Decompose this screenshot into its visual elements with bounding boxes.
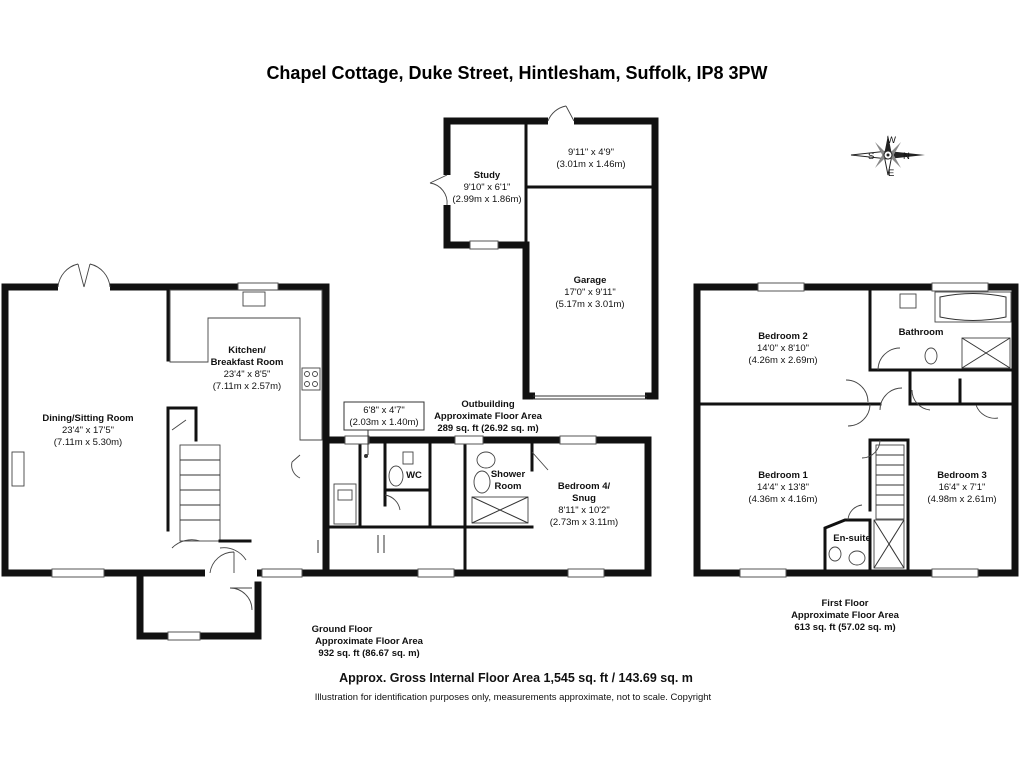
compass-n: N	[903, 151, 910, 162]
compass-icon: W E S N	[850, 135, 925, 179]
utility-dims-imperial: 6'8" x 4'7"	[363, 405, 405, 416]
garage-dims-imperial: 17'0" x 9'11"	[564, 287, 615, 298]
first-floor-area-label: Approximate Floor Area	[791, 610, 900, 621]
bathroom-label: Bathroom	[899, 327, 944, 338]
bedroom4-label-line2: Snug	[572, 493, 596, 504]
bedroom1-dims-metric: (4.36m x 4.16m)	[748, 494, 817, 505]
bedroom2-dims-imperial: 14'0" x 8'10"	[757, 343, 809, 354]
dining-label: Dining/Sitting Room	[42, 413, 133, 424]
study-dims-metric: (2.99m x 1.86m)	[452, 194, 521, 205]
disclaimer: Illustration for identification purposes…	[315, 692, 712, 703]
outbuilding-area-label: Approximate Floor Area	[434, 411, 543, 422]
bedroom3-dims-imperial: 16'4" x 7'1"	[939, 482, 986, 493]
study-label: Study	[474, 170, 501, 181]
garage-dims-metric: (5.17m x 3.01m)	[555, 299, 624, 310]
store-dims-imperial: 9'11" x 4'9"	[568, 147, 614, 158]
bedroom1-label: Bedroom 1	[758, 470, 808, 481]
ground-floor-area-value: 932 sq. ft (86.67 sq. m)	[318, 648, 419, 659]
outbuilding-area-value: 289 sq. ft (26.92 sq. m)	[437, 423, 538, 434]
bedroom2-dims-metric: (4.26m x 2.69m)	[748, 355, 817, 366]
page-title: Chapel Cottage, Duke Street, Hintlesham,…	[266, 63, 767, 83]
first-floor-label: First Floor	[822, 598, 869, 609]
bedroom4-dims-imperial: 8'11" x 10'2"	[558, 505, 609, 516]
bedroom3-dims-metric: (4.98m x 2.61m)	[927, 494, 996, 505]
study-dims-imperial: 9'10" x 6'1"	[464, 182, 511, 193]
garage-label: Garage	[574, 275, 607, 286]
kitchen-label-line1: Kitchen/	[228, 345, 266, 356]
bedroom3-label: Bedroom 3	[937, 470, 987, 481]
ground-floor-plan	[1, 263, 652, 641]
ensuite-label: En-suite	[833, 533, 870, 544]
first-floor-area-value: 613 sq. ft (57.02 sq. m)	[794, 622, 895, 633]
shower-label-line1: Shower	[491, 469, 526, 480]
wc-label: WC	[406, 470, 422, 481]
compass-s: S	[868, 151, 874, 162]
ground-floor-label: Ground Floor	[312, 624, 373, 635]
utility-label-box	[343, 401, 425, 431]
compass-e: E	[888, 168, 894, 179]
ground-floor-area-label: Approximate Floor Area	[315, 636, 424, 647]
kitchen-dims-imperial: 23'4" x 8'5"	[224, 369, 271, 380]
dining-dims-metric: (7.11m x 5.30m)	[54, 437, 122, 448]
compass-w: W	[887, 135, 896, 146]
outbuilding-label: Outbuilding	[461, 399, 514, 410]
outbuilding-plan	[429, 105, 659, 400]
utility-dims-metric: (2.03m x 1.40m)	[349, 417, 418, 428]
bedroom4-dims-metric: (2.73m x 3.11m)	[550, 517, 618, 528]
bedroom4-label-line1: Bedroom 4/	[558, 481, 611, 492]
kitchen-dims-metric: (7.11m x 2.57m)	[213, 381, 281, 392]
shower-label-line2: Room	[495, 481, 522, 492]
first-floor-plan	[693, 282, 1019, 578]
kitchen-label-line2: Breakfast Room	[211, 357, 284, 368]
gross-area: Approx. Gross Internal Floor Area 1,545 …	[339, 671, 693, 685]
store-dims-metric: (3.01m x 1.46m)	[556, 159, 625, 170]
bedroom1-dims-imperial: 14'4" x 13'8"	[757, 482, 809, 493]
bedroom2-label: Bedroom 2	[758, 331, 808, 342]
dining-dims-imperial: 23'4" x 17'5"	[62, 425, 114, 436]
